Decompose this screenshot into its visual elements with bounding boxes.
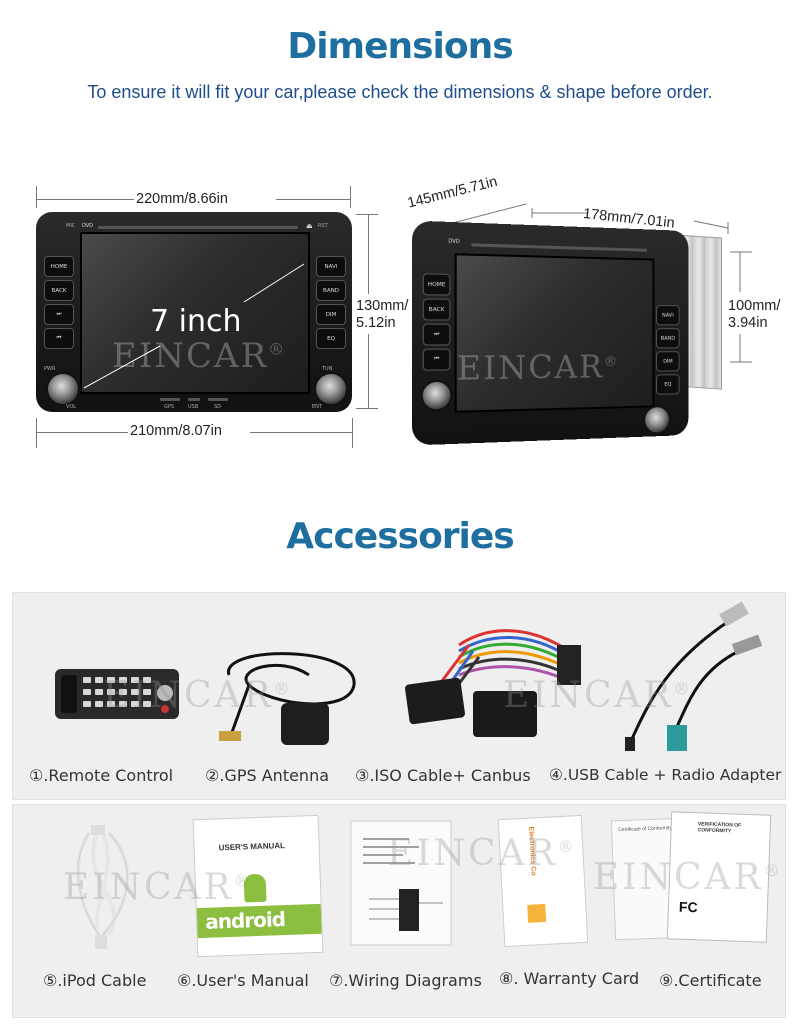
volume-knob[interactable] <box>46 372 80 406</box>
caption-wiring-diagrams: ⑦.Wiring Diagrams <box>329 971 482 990</box>
dim-line <box>368 334 369 408</box>
usb-radio-adapter-image <box>625 601 763 751</box>
caption-users-manual: ⑥.User's Manual <box>177 971 309 990</box>
eq-button[interactable]: EQ <box>316 328 346 349</box>
front-height-label-2: 5.12in <box>356 315 396 331</box>
watermark-front: EINCAR® <box>112 336 287 376</box>
pwr-label: PWR <box>44 366 56 372</box>
cert-heading-2: VERIFICATION OF CONFORMITY <box>697 821 742 835</box>
angled-screen[interactable]: EINCAR® <box>454 253 655 413</box>
left-button-column: HOME BACK ⏭ ⏮ <box>44 256 74 349</box>
cert-heading: Certificate of Conformity <box>618 825 672 834</box>
front-width-top-label: 220mm/8.66in <box>136 191 228 207</box>
dim-line <box>36 199 134 200</box>
manual-heading: USER'S MANUAL <box>218 841 286 853</box>
side-height-label-2: 3.94in <box>728 315 768 331</box>
dim-tick <box>352 418 353 448</box>
caption-usb-cable: ④.USB Cable + Radio Adapter <box>549 766 782 784</box>
navi-button[interactable]: NAVI <box>316 256 346 277</box>
watermark-panel-2a: EINCAR® <box>63 867 253 908</box>
watermark-panel-2c: EINCAR® <box>593 857 783 898</box>
prev-track-button-angled[interactable]: ⏮ <box>422 348 451 371</box>
eject-icon[interactable]: ⏏ <box>306 222 313 230</box>
front-screen[interactable]: 7 inch EINCAR® <box>80 232 310 394</box>
caption-iso-cable: ③.ISO Cable+ Canbus <box>355 766 531 785</box>
watermark-panel-1a: EINCAR® <box>103 675 293 716</box>
back-button-angled[interactable]: BACK <box>422 298 451 321</box>
usb-port <box>188 398 200 401</box>
caption-remote-control: ①.Remote Control <box>29 766 174 785</box>
left-button-column-angled: HOME BACK ⏭ ⏮ <box>422 273 451 371</box>
screen-size-label: 7 inch <box>150 304 242 339</box>
wiring-diagram-image <box>350 820 452 946</box>
head-unit-angled: DVD HOME BACK ⏭ ⏮ NAVI BAND DIM EQ EINCA… <box>411 220 689 446</box>
page-subtitle: To ensure it will fit your car,please ch… <box>87 82 713 102</box>
volume-knob-angled[interactable] <box>420 379 453 412</box>
dvd-label: DVD <box>82 223 94 229</box>
front-height-label-1: 130mm/ <box>356 298 409 314</box>
home-button-angled[interactable]: HOME <box>422 273 451 296</box>
gps-label: GPS <box>164 404 175 410</box>
dvd-label-angled: DVD <box>448 238 460 246</box>
back-button[interactable]: BACK <box>44 280 74 301</box>
prev-track-button[interactable]: ⏮ <box>44 328 74 349</box>
accessories-title: Accessories <box>286 516 514 557</box>
band-button-angled[interactable]: BAND <box>656 328 680 349</box>
android-logo-text: android <box>204 907 286 934</box>
disc-slot-angled <box>471 243 647 252</box>
next-track-button-angled[interactable]: ⏭ <box>422 323 451 346</box>
gps-port <box>160 398 180 401</box>
dim-tick <box>36 418 37 448</box>
ipod-cable-image <box>76 825 130 949</box>
sd-label: SD <box>214 404 222 410</box>
disc-slot <box>98 226 298 229</box>
watermark-panel-1b: EINCAR® <box>503 675 693 716</box>
dim-line <box>276 199 350 200</box>
caption-gps-antenna: ②.GPS Antenna <box>205 766 330 785</box>
dim-line <box>368 214 369 294</box>
sd-slot <box>208 398 228 401</box>
dim-tick <box>36 186 37 208</box>
watermark-panel-2b: EINCAR® <box>387 833 577 874</box>
home-button[interactable]: HOME <box>44 256 74 277</box>
side-height-label-1: 100mm/ <box>728 298 781 314</box>
eq-button-angled[interactable]: EQ <box>656 374 680 395</box>
tun-label: TUN <box>322 366 333 372</box>
dim-tick <box>350 186 351 208</box>
caption-warranty-card: ⑧. Warranty Card <box>499 969 640 988</box>
ent-label: ENT <box>312 404 322 410</box>
right-button-column: NAVI BAND DIM EQ <box>316 256 346 349</box>
dim-line <box>250 432 352 433</box>
gps-antenna-image <box>219 652 356 745</box>
caption-ipod-cable: ⑤.iPod Cable <box>43 971 147 990</box>
remote-control-image <box>55 669 179 719</box>
usb-label: USB <box>188 404 199 410</box>
tune-knob-angled[interactable] <box>643 404 671 435</box>
accessories-panel-2: USER'S MANUAL android Electronics Co Cer… <box>12 804 786 1018</box>
head-unit-front: MIC DVD ⏏ RST HOME BACK ⏭ ⏮ NAVI BAND DI… <box>36 212 352 412</box>
mic-label: MIC <box>66 223 76 229</box>
right-button-column-angled: NAVI BAND DIM EQ <box>656 305 680 395</box>
tune-knob[interactable] <box>314 372 348 406</box>
caption-certificate: ⑨.Certificate <box>659 971 762 990</box>
accessories-panel-1: EINCAR® EINCAR® ①.Remote Control ②.GPS A… <box>12 592 786 800</box>
dim-button-angled[interactable]: DIM <box>656 351 680 372</box>
warranty-logo-icon <box>527 903 547 923</box>
dim-button[interactable]: DIM <box>316 304 346 325</box>
vol-label: VOL <box>66 404 77 410</box>
page-title: Dimensions <box>287 26 513 67</box>
watermark-angled: EINCAR® <box>456 347 619 388</box>
next-track-button[interactable]: ⏭ <box>44 304 74 325</box>
band-button[interactable]: BAND <box>316 280 346 301</box>
dim-line <box>36 432 128 433</box>
iso-cable-image <box>405 629 581 737</box>
side-depth-label: 145mm/5.71in <box>406 173 500 212</box>
rst-label: RST <box>318 223 328 229</box>
dim-tick <box>356 214 378 215</box>
dim-tick <box>356 408 378 409</box>
front-width-bottom-label: 210mm/8.07in <box>130 423 222 439</box>
navi-button-angled[interactable]: NAVI <box>656 305 680 326</box>
screen-diagonal <box>83 263 305 389</box>
fcc-logo-icon: FC <box>678 898 698 916</box>
